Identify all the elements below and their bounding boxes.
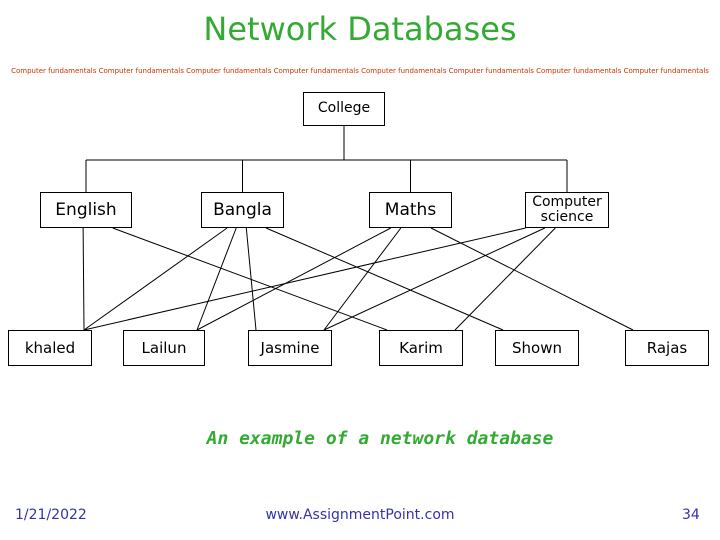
- node-english: English: [40, 192, 132, 228]
- footer-date: 1/21/2022: [15, 507, 87, 523]
- link-english-khaled: [82, 227, 85, 331]
- node-shown: Shown: [495, 330, 579, 366]
- link-bangla-jasmine: [245, 227, 257, 331]
- link-bangla-shown: [265, 227, 504, 331]
- link-bangla-lailun: [196, 227, 237, 331]
- link-bangla-khaled: [83, 227, 228, 331]
- node-karim: Karim: [379, 330, 463, 366]
- node-maths: Maths: [369, 192, 452, 228]
- link-computer-science-khaled: [83, 227, 526, 331]
- footer-page-number: 34: [682, 507, 700, 523]
- link-computer-science-karim: [454, 227, 556, 331]
- link-maths-lailun: [196, 227, 392, 331]
- footer-website: www.AssignmentPoint.com: [265, 507, 455, 523]
- link-maths-rajas: [430, 227, 634, 331]
- slide-banner: Computer fundamentals Computer fundament…: [11, 67, 709, 75]
- node-jasmine: Jasmine: [248, 330, 332, 366]
- node-rajas: Rajas: [625, 330, 709, 366]
- link-computer-science-jasmine: [323, 227, 546, 331]
- node-computer-science: Computer science: [525, 192, 609, 228]
- link-maths-jasmine: [323, 227, 402, 331]
- slide-title: Network Databases: [203, 10, 517, 48]
- node-bangla: Bangla: [201, 192, 284, 228]
- diagram-caption: An example of a network database: [206, 428, 554, 449]
- node-lailun: Lailun: [123, 330, 205, 366]
- node-college: College: [303, 92, 385, 126]
- link-english-karim: [112, 227, 388, 331]
- node-khaled: khaled: [8, 330, 92, 366]
